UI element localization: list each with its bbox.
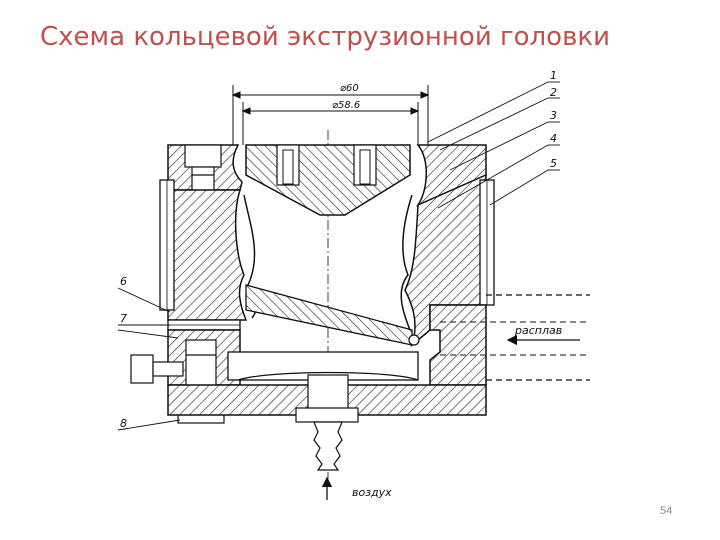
callout-6: 6 <box>120 275 127 288</box>
body-right <box>404 173 487 348</box>
callout-2: 2 <box>550 86 557 99</box>
dimension-lines <box>231 85 430 145</box>
callout-leaders-right <box>427 81 560 209</box>
spiral-channel <box>245 284 413 346</box>
dimension-inner: ⌀58.6 <box>332 100 360 111</box>
air-label: воздух <box>352 486 392 499</box>
air-fitting <box>295 374 359 471</box>
slide-title: Схема кольцевой экструзионной головки <box>40 22 611 52</box>
callout-4: 4 <box>550 132 557 145</box>
callout-7: 7 <box>120 312 127 325</box>
callout-8: 8 <box>120 417 127 430</box>
mandrel-profile-right <box>400 194 413 331</box>
melt-inlet-block <box>429 304 487 386</box>
callout-1: 1 <box>550 69 557 82</box>
body-left <box>167 189 248 321</box>
page-number: 54 <box>660 505 673 517</box>
callout-leaders-left <box>117 287 181 431</box>
dimension-outer: ⌀60 <box>340 83 359 94</box>
melt-label: расплав <box>514 324 562 337</box>
callout-3: 3 <box>550 109 557 122</box>
callout-5: 5 <box>550 157 557 170</box>
mandrel-top <box>245 144 411 216</box>
